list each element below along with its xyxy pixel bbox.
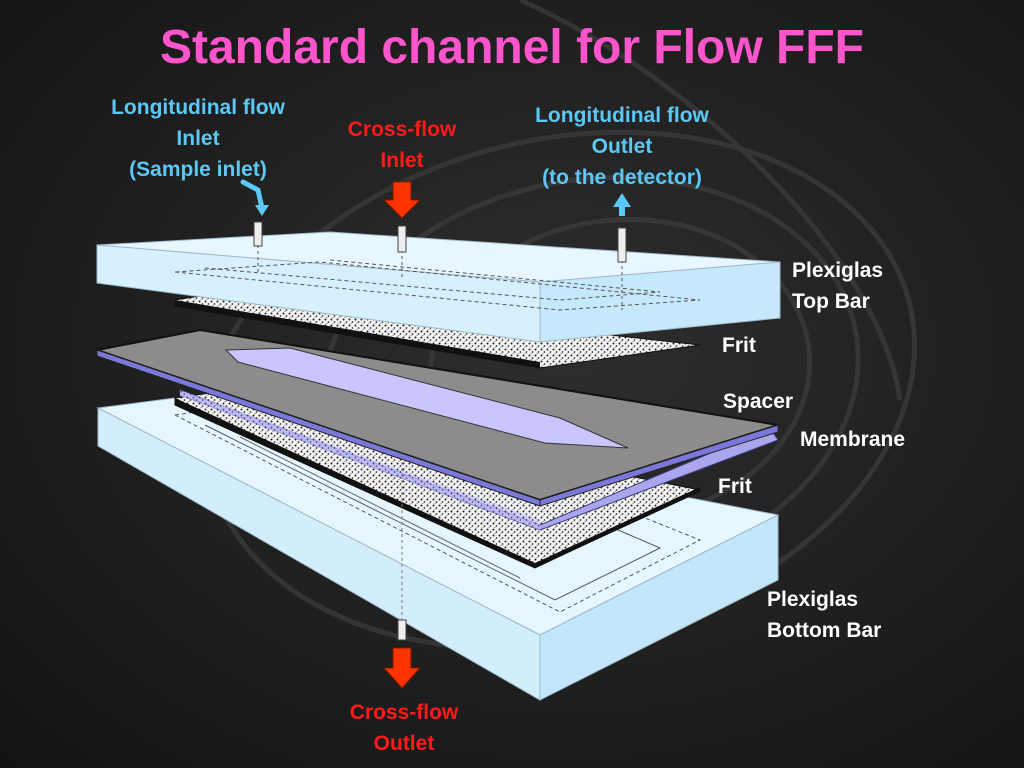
outlet-up-arrow — [613, 193, 631, 216]
cross-flow-outlet-arrow — [382, 647, 422, 689]
label-line: Plexiglas — [767, 588, 859, 611]
frit-top-label: Frit — [722, 334, 756, 357]
label-line: Outlet — [591, 135, 653, 158]
sample-inlet-arrow — [240, 179, 269, 216]
plexiglas-top-bar-label: Plexiglas Top Bar — [792, 255, 883, 317]
frit-bottom-label: Frit — [718, 475, 752, 498]
label-line: Inlet — [380, 149, 424, 172]
inlet-port-pins — [253, 221, 627, 641]
label-line: Top Bar — [792, 290, 870, 313]
spacer-layer — [93, 328, 779, 507]
label-line: Cross-flow — [347, 118, 457, 141]
label-line: (Sample inlet) — [129, 158, 267, 181]
label-line: Cross-flow — [349, 701, 459, 724]
label-line: Inlet — [176, 127, 220, 150]
longitudinal-inlet-label: Longitudinal flow Inlet (Sample inlet) — [78, 92, 318, 185]
label-line: Bottom Bar — [767, 619, 882, 642]
label-line: Outlet — [373, 732, 435, 755]
spacer-label: Spacer — [723, 390, 794, 413]
slide-title: Standard channel for Flow FFF — [159, 21, 864, 74]
plexiglas-top-bar — [96, 231, 781, 343]
label-line: (to the detector) — [542, 166, 702, 189]
label-line: Longitudinal flow — [535, 104, 709, 127]
cross-flow-outlet-label: Cross-flow Outlet — [322, 697, 486, 759]
cross-flow-inlet-label: Cross-flow Inlet — [320, 114, 484, 176]
plexiglas-bottom-bar-label: Plexiglas Bottom Bar — [767, 584, 881, 646]
label-line: Longitudinal flow — [111, 96, 285, 119]
membrane-layer — [179, 389, 779, 531]
cross-flow-inlet-arrow — [382, 181, 422, 219]
longitudinal-outlet-label: Longitudinal flow Outlet (to the detecto… — [500, 100, 744, 193]
label-line: Plexiglas — [792, 259, 884, 282]
membrane-label: Membrane — [800, 428, 906, 451]
